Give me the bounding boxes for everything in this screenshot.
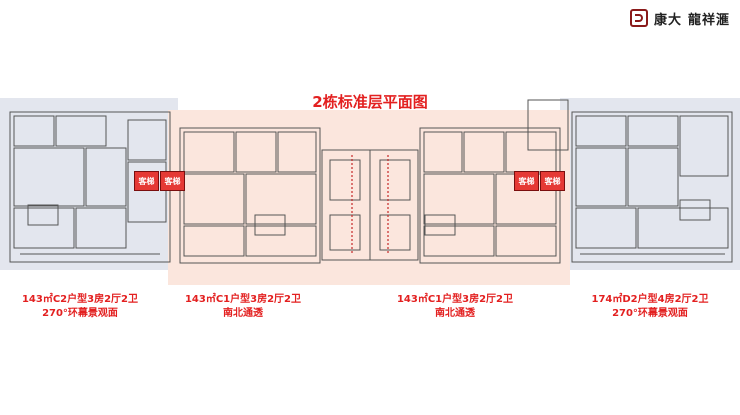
unit-d2-outline bbox=[571, 111, 733, 263]
room bbox=[575, 207, 637, 249]
unit-caption-line2: 270°环幕景观面 bbox=[612, 308, 688, 319]
stair-core bbox=[527, 99, 569, 151]
room bbox=[183, 131, 235, 173]
room bbox=[495, 225, 557, 257]
room bbox=[277, 131, 317, 173]
furniture bbox=[27, 204, 59, 226]
room bbox=[627, 115, 679, 147]
room bbox=[183, 225, 245, 257]
unit-caption-line2: 南北通透 bbox=[435, 308, 475, 319]
room bbox=[245, 225, 317, 257]
room bbox=[85, 147, 127, 207]
logo-project: 龍祥滙 bbox=[687, 12, 730, 28]
furniture bbox=[254, 214, 286, 236]
elevator-label: 客梯 bbox=[160, 171, 185, 191]
unit-caption-line2: 南北通透 bbox=[223, 308, 263, 319]
room bbox=[575, 147, 627, 207]
center-units-tint bbox=[168, 110, 570, 285]
elevator-label: 客梯 bbox=[134, 171, 159, 191]
unit-caption-line1: 174㎡D2户型4房2厅2卫 bbox=[591, 294, 709, 305]
logo-icon bbox=[629, 9, 648, 27]
unit-caption-d2: 174㎡D2户型4房2厅2卫 270°环幕景观面 bbox=[575, 293, 725, 321]
unit-caption-line1: 143㎡C1户型3房2厅2卫 bbox=[184, 294, 302, 305]
page-title: 2栋标准层平面图 bbox=[312, 93, 428, 111]
unit-c1-right-outline bbox=[419, 127, 561, 264]
furniture bbox=[679, 199, 711, 221]
room bbox=[627, 147, 679, 207]
unit-caption-c1-left: 143㎡C1户型3房2厅2卫 南北通透 bbox=[168, 293, 318, 321]
room bbox=[423, 131, 463, 173]
room bbox=[127, 161, 167, 223]
room bbox=[423, 173, 495, 225]
core-markers bbox=[351, 155, 389, 255]
room bbox=[13, 207, 75, 249]
room bbox=[679, 115, 729, 177]
room bbox=[75, 207, 127, 249]
brand-logo: 康大 龍祥滙 bbox=[629, 6, 730, 30]
room bbox=[245, 173, 317, 225]
furniture bbox=[424, 214, 456, 236]
room bbox=[55, 115, 107, 147]
room bbox=[13, 147, 85, 207]
room bbox=[13, 115, 55, 147]
elevator-label: 客梯 bbox=[514, 171, 539, 191]
right-wing-tint bbox=[560, 98, 740, 270]
room bbox=[637, 207, 729, 249]
room bbox=[575, 115, 627, 147]
room bbox=[183, 173, 245, 225]
room bbox=[235, 131, 277, 173]
unit-caption-line2: 270°环幕景观面 bbox=[42, 308, 118, 319]
stair-core bbox=[127, 119, 167, 161]
unit-c1-left-outline bbox=[179, 127, 321, 264]
elevator-label: 客梯 bbox=[540, 171, 565, 191]
unit-caption-line1: 143㎡C2户型3房2厅2卫 bbox=[21, 294, 139, 305]
unit-caption-c1-right: 143㎡C1户型3房2厅2卫 南北通透 bbox=[380, 293, 530, 321]
logo-brand: 康大 bbox=[653, 12, 682, 28]
room bbox=[423, 225, 495, 257]
unit-caption-c2: 143㎡C2户型3房2厅2卫 270°环幕景观面 bbox=[5, 293, 155, 321]
room bbox=[463, 131, 505, 173]
unit-caption-line1: 143㎡C1户型3房2厅2卫 bbox=[396, 294, 514, 305]
